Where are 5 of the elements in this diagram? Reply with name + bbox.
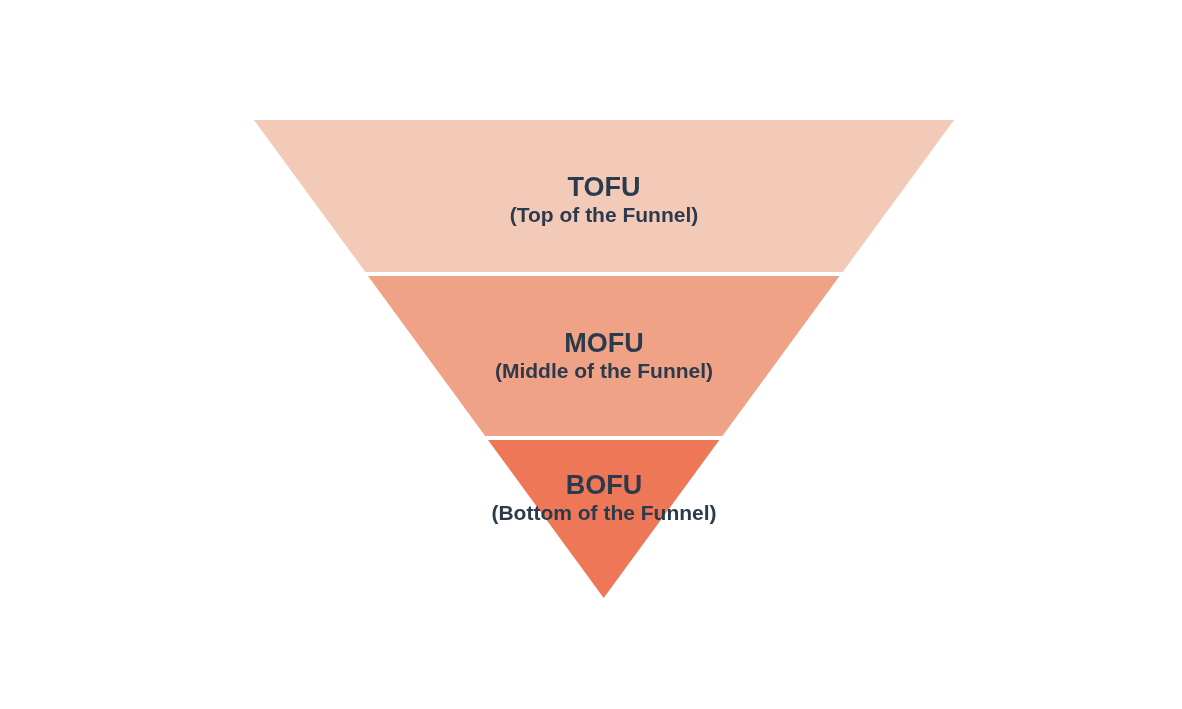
stage-full-name: (Middle of the Funnel) xyxy=(494,358,714,384)
stage-acronym: BOFU xyxy=(565,470,643,500)
stage-acronym: MOFU xyxy=(564,328,644,358)
stage-acronym: TOFU xyxy=(567,172,641,202)
stage-full-name: (Top of the Funnel) xyxy=(509,202,699,228)
